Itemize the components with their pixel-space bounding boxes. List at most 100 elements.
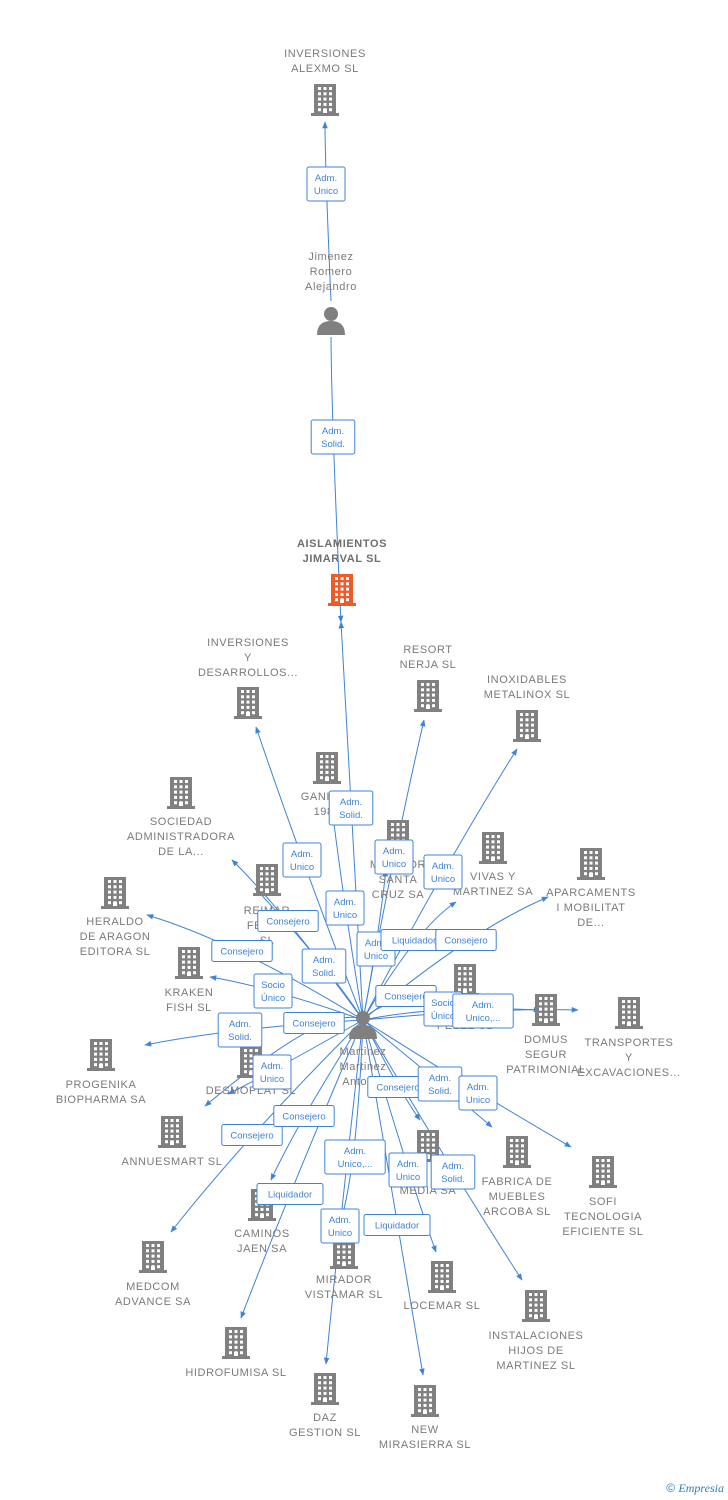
edge-label-jimenez-aislamientos[interactable]: Adm.Solid. <box>310 419 356 455</box>
node-label-miradorvistamar: VISTAMAR SL <box>305 1289 384 1301</box>
edge-label-text: Adm. <box>344 1146 366 1157</box>
node-label-aparcamentos: DE... <box>577 917 604 929</box>
edge-label-text: Consejero <box>266 917 309 928</box>
company-icon <box>428 1261 456 1293</box>
footer-brand[interactable]: © Empresia <box>666 1481 724 1496</box>
node-label-hidrofumisa: HIDROFUMISA SL <box>185 1367 286 1379</box>
edge-label-text: Solid. <box>339 810 363 821</box>
company-icon <box>222 1327 250 1359</box>
edge-label-martinez-daz[interactable]: Adm.Unico <box>320 1208 360 1244</box>
node-label-santacruz: SANTA <box>379 874 418 886</box>
edge-label-text: Único <box>431 1011 455 1022</box>
node-label-jimenez: Jimenez <box>308 251 353 263</box>
node-label-martinez: Martinez <box>340 1061 387 1073</box>
person-icon <box>349 1011 377 1039</box>
edge-label-martinez-locemar[interactable]: Adm.Unico <box>388 1152 428 1188</box>
edge-label-martinez-progenika[interactable]: Adm.Solid. <box>217 1012 263 1048</box>
edge-label-text: Adm. <box>365 938 387 949</box>
edge-label-martinez-medcom[interactable]: Consejero <box>221 1124 283 1146</box>
node-transportes[interactable]: TRANSPORTESYEXCAVACIONES... <box>577 997 680 1079</box>
node-label-aislamientos: AISLAMIENTOS <box>297 538 387 550</box>
edge-label-text: Consejero <box>384 992 427 1003</box>
edge-label-martinez-miradorvistamar[interactable]: Adm.Unico,... <box>324 1139 386 1175</box>
node-label-vivas: MARTINEZ SA <box>453 886 533 898</box>
edge-label-text: Solid. <box>312 968 336 979</box>
node-invdes[interactable]: INVERSIONESYDESARROLLOS... <box>198 637 298 719</box>
edge-label-martinez-resort[interactable]: Adm. Unico <box>374 839 414 875</box>
node-miradorvistamar[interactable]: MIRADOR VISTAMAR SL <box>305 1237 384 1301</box>
company-icon <box>479 832 507 864</box>
node-label-newmirasierra: MIRASIERRA SL <box>379 1439 471 1451</box>
edge-label-martinez-annuesmart[interactable]: Adm.Unico <box>252 1054 292 1090</box>
edge-label-text: Liquidador <box>392 936 436 947</box>
edge-label-martinez-sociedad[interactable]: Consejero <box>257 910 319 932</box>
node-label-instalaciones: INSTALACIONES <box>488 1330 583 1342</box>
edge-label-martinez-fabrica[interactable]: Adm.Solid. <box>417 1066 463 1102</box>
edge-label-martinez-ganivet[interactable]: Adm.Unico <box>325 890 365 926</box>
edge-label-martinez-hidrofumisa[interactable]: Liquidador <box>256 1183 324 1205</box>
edge-label-text: Adm. <box>383 846 405 857</box>
edge-label-martinez-desmoplat[interactable]: Consejero <box>283 1012 345 1034</box>
company-icon <box>577 848 605 880</box>
company-icon <box>167 777 195 809</box>
edge-label-martinez-sofi[interactable]: Adm.Unico <box>458 1075 498 1111</box>
edge-label-jimenez-alexmo[interactable]: Adm.Unico <box>306 166 346 202</box>
edge-label-text: Único <box>261 993 285 1004</box>
edge-label-martinez-invdes[interactable]: Adm.Unico <box>282 842 322 878</box>
node-label-medcom: MEDCOM <box>126 1281 180 1293</box>
edge-label-martinez-caminos[interactable]: Consejero <box>273 1105 335 1127</box>
edge-label-text: Adm. <box>340 797 362 808</box>
company-icon <box>522 1290 550 1322</box>
node-label-alexmo: ALEXMO SL <box>291 63 359 75</box>
target-company-icon <box>328 574 356 606</box>
edge-label-text: Unico <box>466 1095 490 1106</box>
edge-label-text: Unico,... <box>466 1013 501 1024</box>
edge-label-text: Socio <box>261 980 285 991</box>
edge-label-text: Adm. <box>315 173 337 184</box>
node-locemar[interactable]: LOCEMAR SL <box>404 1261 481 1312</box>
edge-label-text: Unico <box>382 859 406 870</box>
edge-label-text: Solid. <box>321 439 345 450</box>
brand-name: mpresia <box>685 1481 724 1495</box>
edge-label-martinez-aparcamentos[interactable]: Consejero <box>435 929 497 951</box>
edge-label-text: Adm. <box>429 1073 451 1084</box>
edge-label-martinez-aislamientos[interactable]: Adm. Solid. <box>328 790 374 826</box>
edge-label-martinez-instalaciones[interactable]: Adm.Solid. <box>430 1154 476 1190</box>
edge-label-text: Liquidador <box>268 1190 312 1201</box>
node-label-miradorvistamar: MIRADOR <box>316 1274 372 1286</box>
node-annuesmart[interactable]: ANNUESMART SL <box>122 1116 223 1168</box>
edge-martinez-newmirasierra <box>362 1019 425 1376</box>
edge-label-text: Solid. <box>441 1174 465 1185</box>
node-label-invdes: Y <box>244 652 252 664</box>
edge-label-text: Consejero <box>444 936 487 947</box>
node-hidrofumisa[interactable]: HIDROFUMISA SL <box>185 1327 286 1379</box>
edge-label-martinez-transportes[interactable]: Adm.Unico,... <box>452 993 514 1029</box>
edge-label-martinez-newmirasierra[interactable]: Liquidador <box>363 1214 431 1236</box>
edge-label-martinez-heraldo[interactable]: Consejero <box>211 940 273 962</box>
edge-label-martinez-inoxidables[interactable]: Adm.Unico <box>423 854 463 890</box>
edge-label-martinez-reimar[interactable]: Adm.Solid. <box>301 948 347 984</box>
node-label-domus: SEGUR <box>525 1049 567 1061</box>
